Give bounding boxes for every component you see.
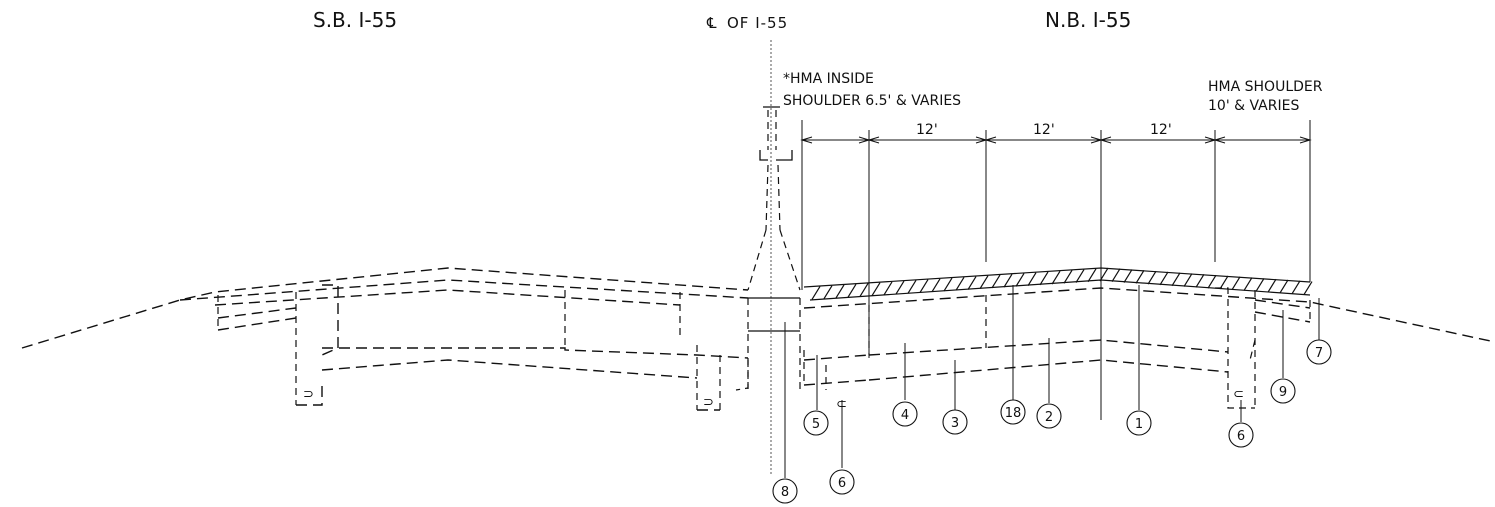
hatch-mark — [955, 276, 965, 291]
hatch-mark — [859, 283, 869, 297]
hatch-mark — [883, 281, 893, 296]
lane-width-dim-3: 12' — [1150, 122, 1172, 138]
outside-shoulder-note-line2: 10' & VARIES — [1208, 98, 1299, 114]
hatch-mark — [991, 274, 1001, 289]
callout-18-label: 18 — [1005, 406, 1022, 421]
callout-18: 18 — [1000, 399, 1026, 425]
hatch-mark — [835, 284, 845, 299]
northbound-label: N.B. I-55 — [1045, 8, 1131, 32]
hatch-mark — [1123, 269, 1133, 283]
callout-6-outside: 6 — [1228, 422, 1254, 448]
sb-outside-drain-symbol: ⊃ — [303, 387, 314, 402]
callout-6-inside-label: 6 — [838, 476, 846, 491]
hatch-mark — [919, 279, 929, 293]
nb-inside-drain-symbol: ⊂ — [836, 397, 847, 412]
hatch-mark — [1075, 269, 1085, 283]
hatch-mark — [979, 275, 989, 290]
hatch-mark — [1219, 275, 1229, 290]
hatch-mark — [1171, 272, 1181, 287]
callout-4: 4 — [892, 401, 918, 427]
centerline-symbol: ℄ — [706, 14, 718, 32]
callout-2: 2 — [1036, 403, 1062, 429]
hatch-mark — [1207, 274, 1217, 289]
hatch-mark — [895, 280, 905, 295]
outside-shoulder-note-line1: HMA SHOULDER — [1208, 79, 1323, 95]
callout-9: 9 — [1270, 378, 1296, 404]
southbound-label: S.B. I-55 — [313, 8, 397, 32]
callout-4-label: 4 — [901, 408, 909, 423]
sb-inside-drain-symbol: ⊃ — [703, 395, 714, 410]
dimension-line — [800, 120, 1312, 420]
callout-8-label: 8 — [781, 485, 789, 500]
hatch-mark — [871, 282, 881, 296]
hatch-mark — [1027, 272, 1037, 286]
hatch-mark — [1039, 271, 1049, 286]
hatch-mark — [1255, 278, 1265, 292]
hatch-mark — [967, 276, 977, 290]
median-barrier — [747, 106, 801, 390]
hatch-mark — [1087, 268, 1097, 283]
callout-5-label: 5 — [812, 417, 820, 432]
centerline-label: OF I-55 — [727, 14, 788, 32]
hatch-mark — [1231, 276, 1241, 291]
lane-width-dim-2: 12' — [1033, 122, 1055, 138]
hatch-mark — [1003, 273, 1013, 288]
hatch-mark — [1159, 271, 1169, 286]
callout-9-label: 9 — [1279, 385, 1287, 400]
hatch-mark — [1015, 273, 1025, 287]
callout-6-inside: 6 — [829, 469, 855, 495]
callout-2-label: 2 — [1045, 410, 1053, 425]
hatch-mark — [1111, 268, 1121, 283]
hatch-mark — [1279, 279, 1289, 294]
callout-1-label: 1 — [1135, 417, 1143, 432]
hatch-mark — [1291, 280, 1301, 295]
nb-outside-drain-symbol: ⊂ — [1233, 387, 1244, 402]
callout-1: 1 — [1126, 410, 1152, 436]
southbound-pavement: ⊃ ⊃ — [21, 267, 749, 411]
callout-3-label: 3 — [951, 416, 959, 431]
callout-leaders — [784, 285, 1320, 478]
hma-surface-hatch — [803, 267, 1313, 301]
hatch-mark — [907, 280, 917, 294]
hatch-mark — [1135, 270, 1145, 284]
inside-shoulder-note-line1: *HMA INSIDE — [783, 71, 874, 87]
inside-shoulder-note-line2: SHOULDER 6.5' & VARIES — [783, 93, 961, 109]
hatch-mark — [1195, 274, 1205, 288]
hatch-mark — [1183, 273, 1193, 287]
hatch-mark — [1099, 267, 1109, 282]
northbound-pavement: ⊂ ⊂ — [803, 287, 1495, 412]
callout-7-label: 7 — [1315, 346, 1323, 361]
hatch-mark — [1147, 270, 1157, 285]
hatch-mark — [1267, 278, 1277, 293]
hatch-mark — [823, 285, 833, 300]
hatch-mark — [1051, 270, 1061, 285]
hatch-mark — [847, 283, 857, 298]
hatch-mark — [943, 277, 953, 292]
callout-5: 5 — [803, 410, 829, 436]
callout-8: 8 — [772, 478, 798, 504]
lane-width-dim-1: 12' — [916, 122, 938, 138]
hatch-mark — [1243, 277, 1253, 291]
callout-6-outside-label: 6 — [1237, 429, 1245, 444]
callout-7: 7 — [1306, 339, 1332, 365]
hatch-mark — [811, 286, 821, 300]
hatch-mark — [1303, 281, 1313, 295]
callout-3: 3 — [942, 409, 968, 435]
hatch-mark — [1063, 270, 1073, 284]
hatch-mark — [931, 278, 941, 293]
